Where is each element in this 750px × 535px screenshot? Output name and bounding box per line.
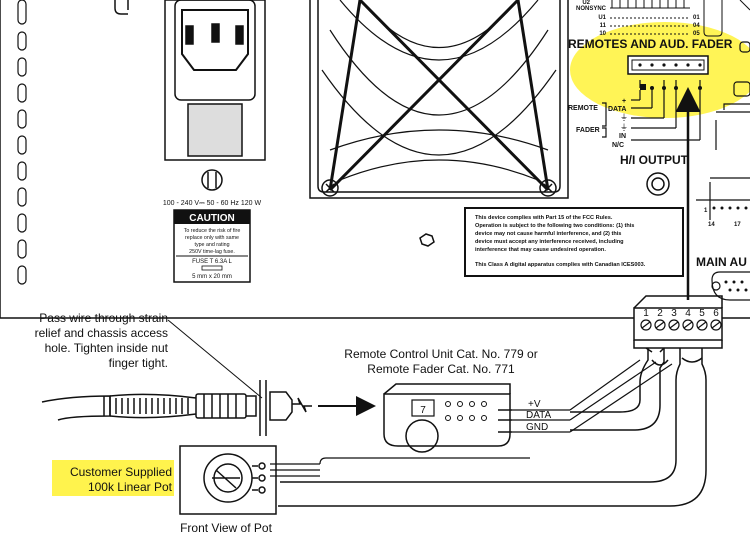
svg-text:10: 10 [599,31,606,37]
svg-text:01: 01 [693,15,700,21]
terminal-block [633,295,723,349]
svg-text:6: 6 [713,308,719,319]
svg-text:04: 04 [693,23,700,29]
fcc-line-5: interference that may cause undesired op… [475,247,606,253]
hi-output-jack [646,172,670,196]
svg-text:05: 05 [693,31,700,37]
customer-pot-highlight [52,460,174,496]
fuse-size: 5 mm x 20 mm [192,274,232,280]
ground-screw [201,169,223,191]
main-audio-connector [696,103,750,301]
potentiometer [179,445,277,515]
strain-relief-cable [41,380,312,436]
hex-nut [419,233,435,247]
pot-cable-wires [270,457,530,477]
fcc-line-1: This device complies with Part 15 of the… [475,215,613,221]
svg-text:hole. Tighten inside nut: hole. Tighten inside nut [45,341,169,355]
pin-14-label: 14 [708,222,715,228]
fcc-line-4: device must accept any interference rece… [475,239,624,245]
svg-text:U1: U1 [598,15,606,21]
fcc-line-6: This Class A digital apparatus complies … [475,262,646,268]
caution-label: CAUTION To reduce the risk of fire repla… [173,209,251,283]
caution-line-4: 250V time-lag fuse. [189,249,235,255]
pin-plus-label: + [622,98,626,105]
strain-relief-leader [167,319,263,399]
vent-slots [17,0,27,285]
fan-guard [309,0,569,199]
caution-title: CAUTION [189,213,235,224]
remote-cable [570,347,669,431]
remote-unit [383,383,512,453]
power-rating: 100 - 240 V⎓ 50 - 60 Hz 120 W [163,200,262,207]
svg-text:2: 2 [657,308,663,319]
caution-line-2: replace only with same [185,235,239,241]
pin-17-label: 17 [734,222,741,228]
svg-text:U2: U2 [582,0,590,6]
pot-cable [278,348,707,507]
customer-pot-line-1: Customer Supplied [70,465,172,479]
hi-output-label: H/I OUTPUT [620,153,689,167]
pin-nc-label: N/C [612,142,624,149]
ground-symbol-2: ⏚ [620,123,628,132]
terminal-numbers: 1 2 3 4 5 6 [643,308,719,319]
fcc-label: This device complies with Part 15 of the… [464,207,684,277]
strain-relief-note: Pass wire through strain relief and chas… [35,311,169,370]
wire-data: DATA [526,410,552,421]
pin-in-label: IN [619,133,626,140]
main-audio-pins [712,206,748,292]
remotes-title: REMOTES AND AUD. FADER [568,37,733,51]
svg-text:Pass wire through strain: Pass wire through strain [39,311,168,325]
front-view-label: Front View of Pot [180,521,272,535]
svg-text:1: 1 [643,308,649,319]
wire-plus-v: +V [528,399,541,410]
svg-text:Remote Control Unit Cat. No. 7: Remote Control Unit Cat. No. 779 or [344,347,537,361]
ground-symbol-1: ⏚ [620,113,628,122]
svg-text:Remote Fader Cat. No. 771: Remote Fader Cat. No. 771 [367,362,515,376]
remote-label: REMOTE [568,105,598,112]
svg-text:11: 11 [600,23,607,29]
customer-pot-line-2: 100k Linear Pot [88,480,173,494]
fcc-line-2: Operation is subject to the following tw… [475,223,634,229]
svg-text:5: 5 [699,308,705,319]
svg-text:NONSYNC: NONSYNC [576,6,607,12]
power-inlet [164,0,266,161]
top-pin-labels: U2 NONSYNC U1 11 10 01 04 05 [576,0,750,37]
svg-text:finger tight.: finger tight. [109,356,168,370]
remote-unit-wires [512,359,673,433]
fuse-label: FUSE T 6.3A L [192,259,232,265]
pin-1-label: 1 [704,208,708,214]
svg-text:relief and chassis access: relief and chassis access [35,326,168,340]
chassis-panel [0,0,750,319]
wire-gnd: GND [526,422,548,433]
fader-label: FADER [576,127,600,134]
svg-text:3: 3 [671,308,677,319]
caution-line-1: To reduce the risk of fire [184,228,241,234]
pin-data-label: DATA [608,106,626,113]
svg-text:4: 4 [685,308,691,319]
remotes-connector [627,41,750,97]
main-audio-label: MAIN AU [696,255,747,269]
remote-unit-digit: 7 [420,405,426,416]
remote-unit-note: Remote Control Unit Cat. No. 779 or Remo… [344,347,537,376]
caution-line-3: type and rating [194,242,229,248]
fcc-line-3: device may not cause harmful interferenc… [475,231,621,237]
